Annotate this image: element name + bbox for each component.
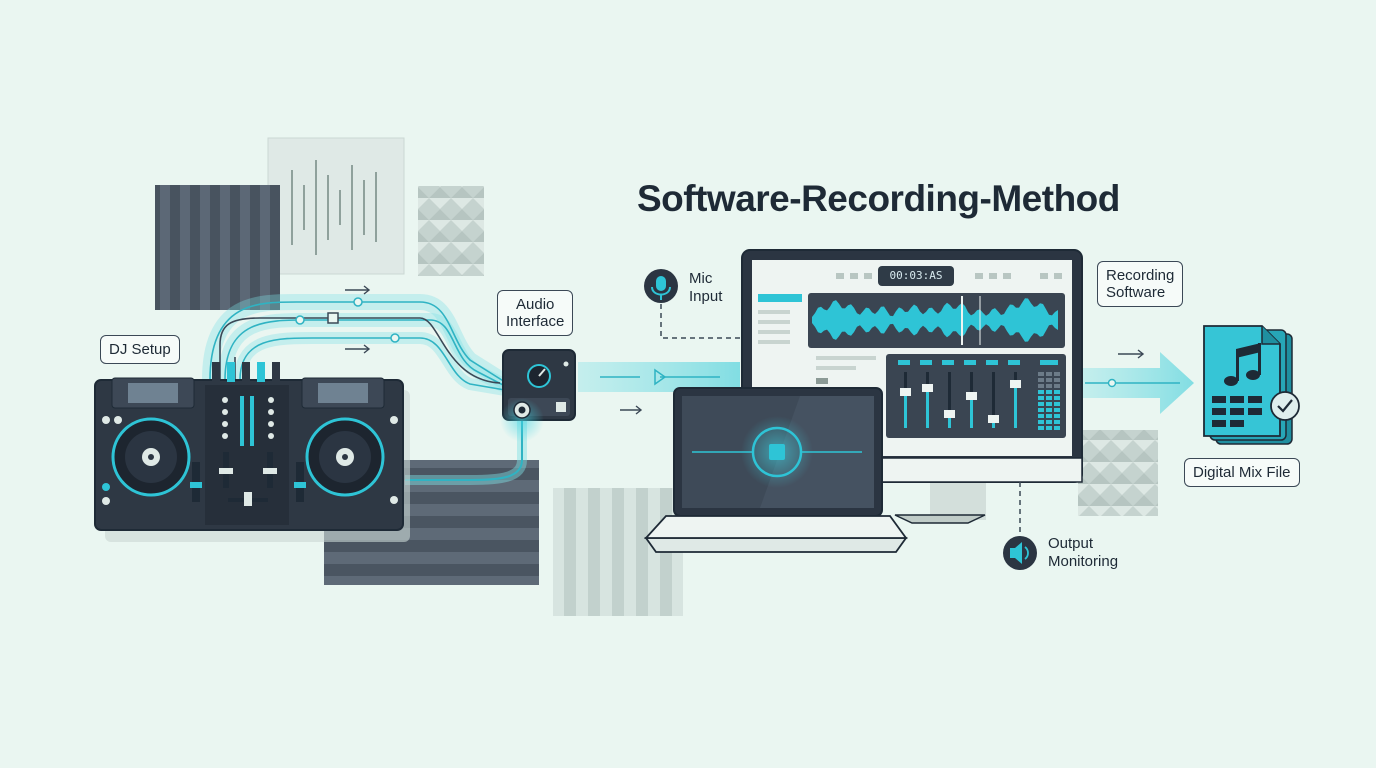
fader-knob xyxy=(944,410,955,418)
meter-segment xyxy=(1054,390,1060,394)
digital-mix-file xyxy=(1203,325,1300,445)
fader-knob xyxy=(966,392,977,400)
meter-segment xyxy=(1054,372,1060,376)
label-mic-input-line2: Input xyxy=(689,288,723,305)
fader-level xyxy=(904,394,907,428)
meter-segment xyxy=(1054,408,1060,412)
meter-segment xyxy=(1038,420,1044,424)
fader-knob xyxy=(922,384,933,392)
meter-segment xyxy=(1038,408,1044,412)
label-audio-interface: Audio Interface xyxy=(497,290,574,336)
meter-segment xyxy=(1038,402,1044,406)
label-audio-interface-line1: Audio xyxy=(516,296,555,313)
meter-segment xyxy=(1046,426,1052,430)
meter-segment xyxy=(1038,396,1044,400)
meter-segment xyxy=(1054,396,1060,400)
meter-segment xyxy=(1054,426,1060,430)
fader-track xyxy=(948,372,951,428)
meter-segment xyxy=(1046,378,1052,382)
meter-segment xyxy=(1054,384,1060,388)
diagram-title: Software-Recording-Method xyxy=(637,178,1120,219)
desktop-monitor xyxy=(741,249,1083,524)
check-icon xyxy=(1270,391,1300,421)
dj-controller xyxy=(94,362,410,542)
laptop xyxy=(643,387,908,553)
stop-icon xyxy=(769,444,785,460)
meter-segment xyxy=(1054,402,1060,406)
fader-knob xyxy=(900,388,911,396)
label-mic-input-line1: Mic xyxy=(689,270,713,287)
meter-segment xyxy=(1038,378,1044,382)
meter-segment xyxy=(1046,396,1052,400)
flow-arrow-to-daw xyxy=(578,362,740,415)
fader-level xyxy=(1014,386,1017,428)
label-digital-mix-file-text: Digital Mix File xyxy=(1193,464,1291,481)
daw-timer: 00:03:AS xyxy=(878,266,954,286)
meter-segment xyxy=(1046,414,1052,418)
label-audio-interface-line2: Interface xyxy=(506,313,565,330)
label-output-monitoring-line1: Output xyxy=(1048,535,1094,552)
mic-badge xyxy=(644,269,744,339)
flow-arrow-to-file xyxy=(1082,349,1194,414)
meter-segment xyxy=(1046,402,1052,406)
meter-segment xyxy=(1054,378,1060,382)
fader-level xyxy=(970,398,973,428)
label-recording-software-line2: Software xyxy=(1106,284,1166,301)
speaker-icon xyxy=(1010,542,1029,564)
fader-level xyxy=(992,421,995,428)
waveform xyxy=(812,298,1058,342)
meter-segment xyxy=(1038,390,1044,394)
meter-segment xyxy=(1046,372,1052,376)
microphone-icon xyxy=(651,276,671,300)
meter-segment xyxy=(1038,414,1044,418)
label-digital-mix-file: Digital Mix File xyxy=(1184,458,1300,487)
label-output-monitoring-line2: Monitoring xyxy=(1048,553,1119,570)
fader-knob xyxy=(1010,380,1021,388)
meter-segment xyxy=(1038,426,1044,430)
signal-cables xyxy=(202,285,527,485)
meter-segment xyxy=(1038,372,1044,376)
meter-segment xyxy=(1046,408,1052,412)
label-dj-setup-text: DJ Setup xyxy=(109,341,171,358)
label-output-monitoring: Output Monitoring xyxy=(1048,535,1118,571)
fader-level xyxy=(948,416,951,428)
label-mic-input: Mic Input xyxy=(689,270,722,306)
label-dj-setup: DJ Setup xyxy=(100,335,180,364)
meter-segment xyxy=(1054,414,1060,418)
label-recording-software: Recording Software xyxy=(1097,261,1184,307)
meter-segment xyxy=(1054,420,1060,424)
speaker-badge xyxy=(1003,482,1037,570)
meter-segment xyxy=(1046,390,1052,394)
record-ring-icon xyxy=(751,426,803,478)
meter-segment xyxy=(1038,384,1044,388)
fader-knob xyxy=(988,415,999,423)
audio-interface-device xyxy=(500,349,576,442)
label-recording-software-line1: Recording xyxy=(1106,267,1175,284)
fader-level xyxy=(926,390,929,428)
music-note-icon xyxy=(1224,343,1261,386)
fader-track xyxy=(992,372,995,428)
meter-segment xyxy=(1046,384,1052,388)
meter-segment xyxy=(1046,420,1052,424)
